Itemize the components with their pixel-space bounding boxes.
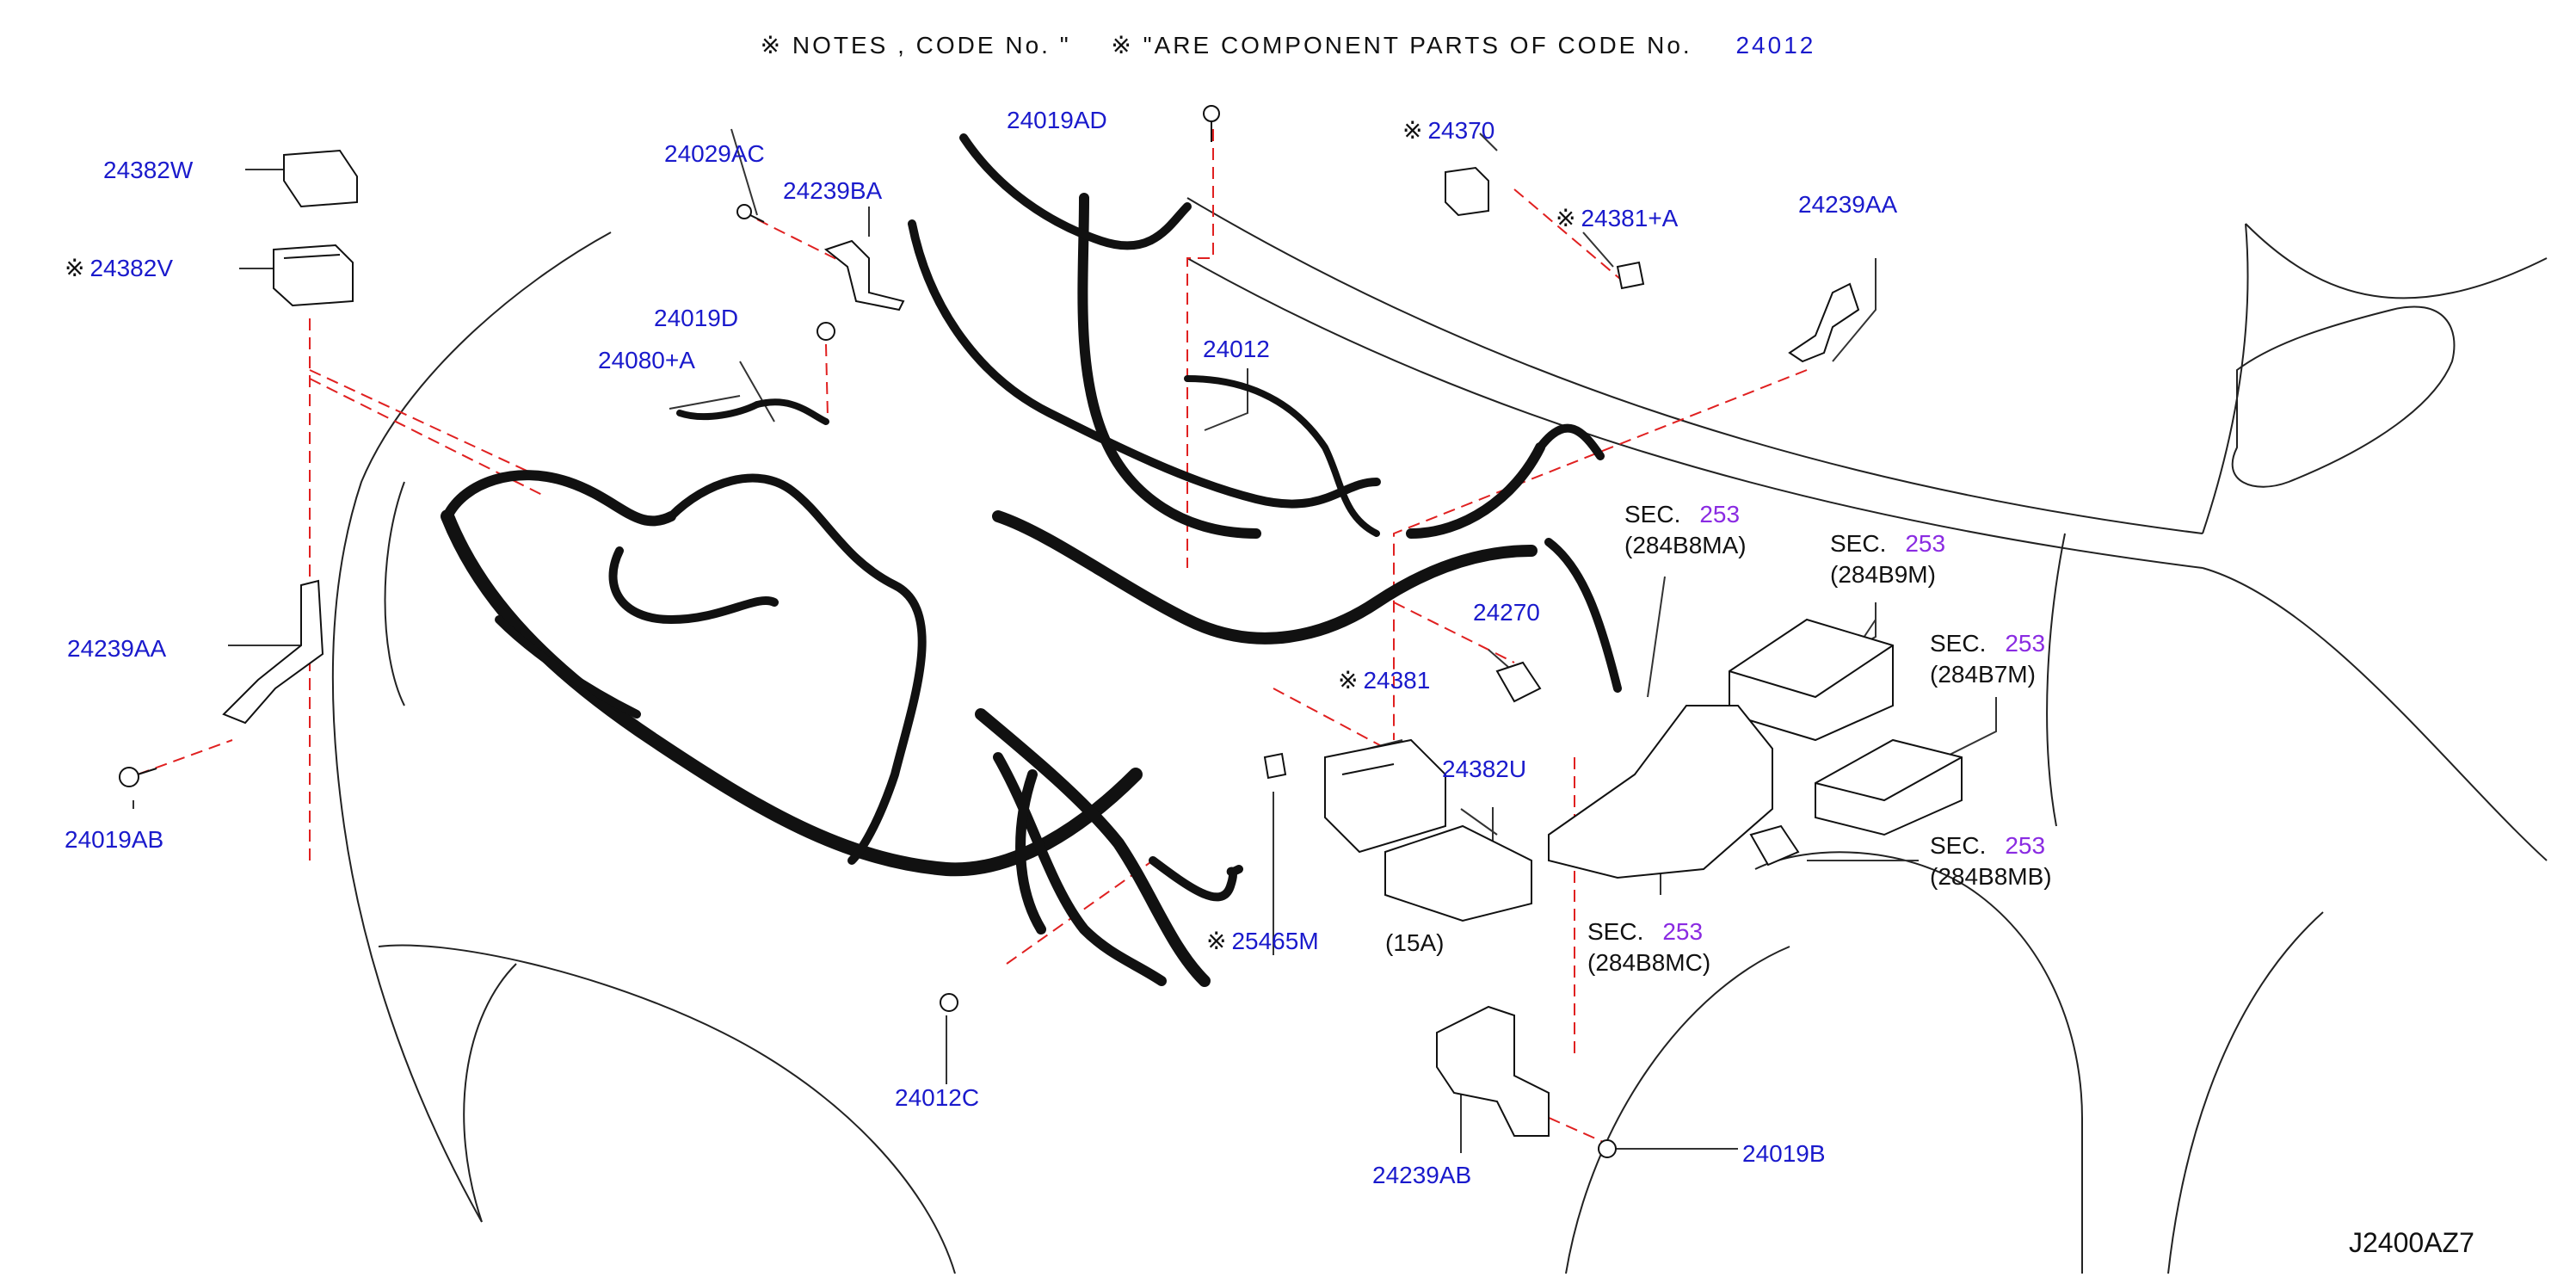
- relay-box-24382V: [273, 244, 354, 307]
- part-label-24019AB: 24019AB: [65, 826, 164, 853]
- part-label-24382V: ※24382V: [65, 255, 174, 281]
- header-code: 24012: [1735, 32, 1816, 59]
- section-ref-284B9M: SEC.253 (284B9M): [1830, 530, 1946, 588]
- reference-mark-icon: ※: [1111, 32, 1134, 59]
- part-label-24012: 24012: [1203, 336, 1270, 362]
- diagram-id: J2400AZ7: [2349, 1227, 2474, 1258]
- reference-mark-icon: ※: [1556, 205, 1576, 231]
- fuse-box-24381: [1324, 738, 1446, 854]
- part-label-24381: ※24381: [1338, 667, 1431, 694]
- junction-block-284B8MC: [1548, 705, 1773, 879]
- part-label-24239AA-left: 24239AA: [67, 635, 167, 662]
- bolt-24029AC: [736, 204, 765, 223]
- reference-mark-icon: ※: [65, 255, 85, 281]
- fuse-25465M: [1263, 752, 1287, 780]
- part-label-24381A: ※24381+A: [1556, 205, 1679, 231]
- bracket-24239AA-left: [222, 579, 324, 725]
- ecu-284B7M: [1815, 738, 1963, 836]
- bolt-24019AD: [1203, 105, 1220, 142]
- part-label-24239BA: 24239BA: [783, 177, 883, 204]
- bracket-24239BA: [823, 239, 905, 312]
- bracket-24239AB: [1436, 1005, 1550, 1137]
- clip-24019D: [817, 322, 835, 341]
- part-label-24019B: 24019B: [1742, 1140, 1826, 1167]
- connector-284B8MB: [1749, 824, 1800, 867]
- part-label-24019D: 24019D: [654, 305, 739, 331]
- section-ref-284B7M: SEC.253 (284B7M): [1930, 630, 2046, 688]
- reference-mark-icon: ※: [760, 32, 784, 59]
- relay-24370: [1445, 166, 1489, 217]
- main-wire-harness: [441, 133, 1622, 987]
- section-ref-284B8MB: SEC.253 (284B8MB): [1930, 832, 2052, 890]
- label-leader-lines: [132, 110, 1997, 1153]
- nut-24019B: [1598, 1139, 1617, 1158]
- part-label-24370: ※24370: [1402, 117, 1495, 144]
- part-label-24382U: 24382U: [1442, 756, 1527, 782]
- fuse-box-cover-24382U: [1384, 824, 1532, 922]
- connector-24381A: [1616, 261, 1645, 290]
- header-text-part1: NOTES , CODE No. ": [792, 32, 1071, 59]
- ecu-284B9M: [1729, 618, 1894, 742]
- fuse-rating-label: (15A): [1385, 929, 1445, 956]
- part-label-24239AB: 24239AB: [1372, 1162, 1472, 1188]
- reference-mark-icon: ※: [1206, 928, 1227, 954]
- header-note: ※ NOTES , CODE No. " ※ "ARE COMPONENT PA…: [0, 31, 2576, 59]
- insulator-24270: [1495, 661, 1542, 703]
- section-ref-284B8MC: SEC.253 (284B8MC): [1587, 918, 1711, 976]
- component-parts: [119, 105, 1963, 1158]
- header-text-part2: "ARE COMPONENT PARTS OF CODE No.: [1143, 32, 1692, 59]
- part-label-24012C: 24012C: [895, 1084, 980, 1111]
- part-label-25465M: ※25465M: [1206, 928, 1319, 954]
- reference-mark-icon: ※: [1338, 667, 1359, 694]
- relay-cover-24382W: [283, 149, 358, 208]
- part-label-24029AC: 24029AC: [664, 140, 765, 167]
- part-label-24019AD: 24019AD: [1007, 107, 1107, 133]
- part-label-24270: 24270: [1473, 599, 1540, 626]
- bracket-24239AA-right: [1788, 282, 1860, 363]
- part-label-24080A: 24080+A: [598, 347, 695, 373]
- clip-24012C: [940, 993, 958, 1012]
- reference-mark-icon: ※: [1402, 117, 1423, 144]
- part-label-24239AA-right: 24239AA: [1798, 191, 1898, 218]
- vehicle-body-outline: [331, 197, 2548, 1274]
- bolt-24019AB: [119, 767, 157, 787]
- part-label-24382W: 24382W: [103, 157, 194, 183]
- section-ref-284B8MA: SEC.253 (284B8MA): [1624, 501, 1747, 558]
- dashed-leader-lines: [137, 129, 1808, 1145]
